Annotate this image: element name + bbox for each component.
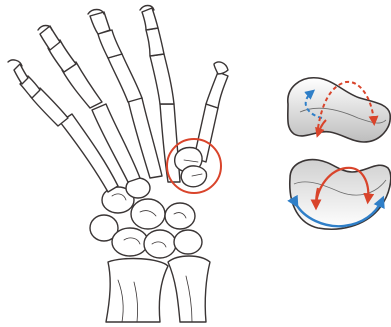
index-finger xyxy=(140,6,174,105)
lower-saddle xyxy=(290,160,391,230)
saddle-joint xyxy=(288,78,391,229)
thumb xyxy=(194,62,228,162)
hand-skeleton xyxy=(8,6,228,323)
middle-finger xyxy=(88,10,142,103)
forearm-bones xyxy=(106,256,210,322)
metacarpals xyxy=(60,98,180,192)
upper-saddle xyxy=(288,78,390,142)
little-finger xyxy=(8,60,68,126)
